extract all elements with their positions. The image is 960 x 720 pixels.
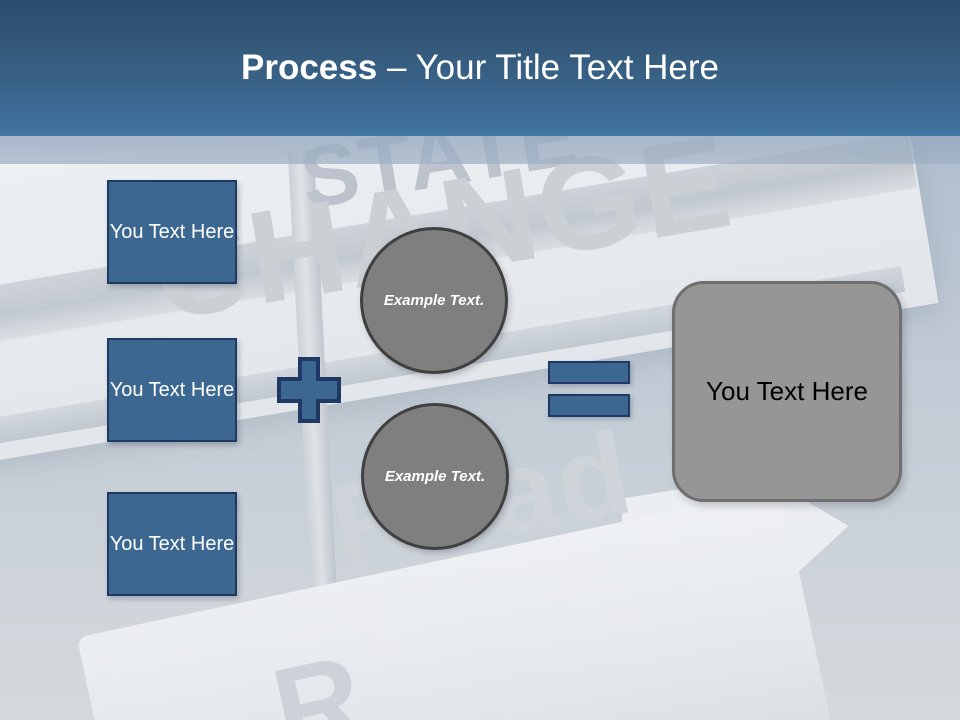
process-circle-1[interactable]: Example Text. (360, 227, 508, 374)
plus-icon (277, 357, 341, 423)
equals-icon (548, 361, 630, 417)
process-circle-2[interactable]: Example Text. (361, 403, 509, 550)
result-box[interactable]: You Text Here (672, 281, 902, 502)
page-title: Process – Your Title Text Here (0, 0, 960, 136)
equals-bar-bottom (548, 394, 630, 417)
title-banner-underline (0, 136, 960, 164)
page-title-rest: – Your Title Text Here (377, 48, 719, 87)
page-title-strong: Process (241, 48, 378, 87)
input-box-3[interactable]: You Text Here (107, 492, 237, 596)
title-banner (0, 0, 960, 136)
equals-bar-top (548, 361, 630, 384)
input-box-1[interactable]: You Text Here (107, 180, 237, 284)
input-box-2[interactable]: You Text Here (107, 338, 237, 442)
